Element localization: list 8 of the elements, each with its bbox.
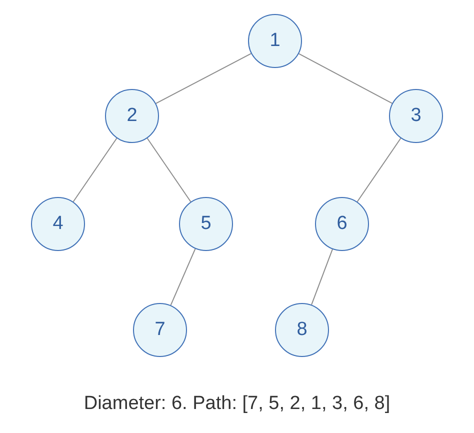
connector-line [356, 138, 402, 202]
connector-line [311, 248, 333, 306]
connector-line [298, 53, 393, 104]
connector-line [155, 53, 252, 104]
connector-line [146, 138, 192, 202]
caption: Diameter: 6. Path: [7, 5, 2, 1, 3, 6, 8] [84, 392, 390, 416]
connector-line [170, 248, 196, 306]
connector-line [72, 138, 118, 202]
